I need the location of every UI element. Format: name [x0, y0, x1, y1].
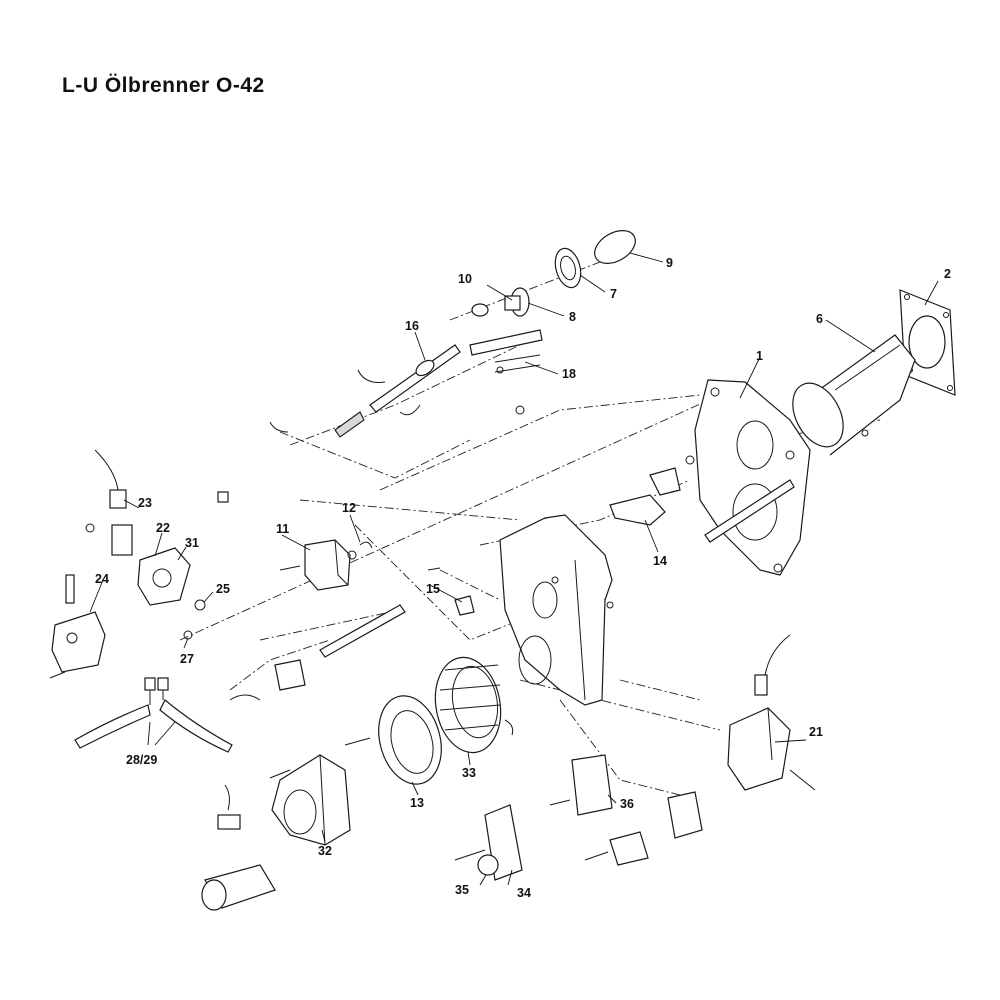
label-part-2: 2 — [944, 267, 951, 281]
fitting-27 — [183, 630, 193, 640]
main-housing — [499, 514, 614, 706]
page-title: L-U Ölbrenner O-42 — [62, 74, 265, 97]
bushing — [217, 491, 229, 503]
label-part-18: 18 — [562, 367, 576, 381]
label-part-34: 34 — [517, 886, 531, 900]
label-part-25: 25 — [216, 582, 230, 596]
label-part-35: 35 — [455, 883, 469, 897]
label-part-6: 6 — [816, 312, 823, 326]
part-12 — [359, 541, 373, 549]
label-part-7: 7 — [610, 287, 617, 301]
air-damper-13 — [378, 695, 442, 785]
ignition-transformer-36 — [549, 754, 613, 816]
leader-lines — [89, 252, 939, 886]
label-part-8: 8 — [569, 310, 576, 324]
label-part-13: 13 — [410, 796, 424, 810]
baffle-disc-9 — [594, 230, 636, 264]
label-part-32: 32 — [318, 844, 332, 858]
electrodes-18 — [469, 329, 543, 415]
label-part-21: 21 — [809, 725, 823, 739]
label-part-23: 23 — [138, 496, 152, 510]
label-part-10: 10 — [458, 272, 472, 286]
solenoid-valve-11 — [279, 539, 357, 591]
label-part-16: 16 — [405, 319, 419, 333]
motor-capacitor — [201, 864, 276, 911]
terminal-block — [584, 791, 703, 866]
part-labels: 2 6 1 9 7 8 10 16 18 23 22 31 11 12 15 1… — [95, 256, 951, 900]
part-14 — [609, 455, 695, 526]
motor-32 — [269, 737, 371, 846]
pump-filter-24 — [49, 574, 106, 679]
fan-wheel-33 — [434, 656, 502, 754]
shaft-16 — [334, 344, 461, 438]
housing-plate-1 — [694, 379, 811, 576]
spring-clip — [269, 421, 289, 433]
label-part-28-29: 28/29 — [126, 753, 157, 767]
label-part-22: 22 — [156, 521, 170, 535]
label-part-36: 36 — [620, 797, 634, 811]
nozzle-23 — [94, 449, 127, 509]
coupling-shaft — [229, 604, 406, 701]
label-part-12: 12 — [342, 501, 356, 515]
circlip — [504, 719, 514, 736]
blast-tube-6 — [792, 334, 916, 456]
nozzle-8 — [504, 287, 530, 317]
label-part-31: 31 — [185, 536, 199, 550]
label-part-1: 1 — [756, 349, 763, 363]
oil-pump-22 — [111, 524, 191, 606]
label-part-15: 15 — [426, 582, 440, 596]
label-part-24: 24 — [95, 572, 109, 586]
label-part-11: 11 — [276, 522, 289, 536]
nozzle-10 — [471, 303, 489, 317]
nozzle-holder-7 — [554, 247, 582, 289]
oil-hoses-28-29 — [74, 677, 233, 753]
fitting-25 — [194, 599, 206, 611]
label-part-33: 33 — [462, 766, 476, 780]
label-part-27: 27 — [180, 652, 194, 666]
label-part-14: 14 — [653, 554, 667, 568]
label-part-9: 9 — [666, 256, 673, 270]
cable-clip — [217, 784, 241, 830]
reset-button-35 — [477, 854, 499, 876]
screw — [85, 523, 95, 533]
relay-21 — [727, 634, 816, 791]
